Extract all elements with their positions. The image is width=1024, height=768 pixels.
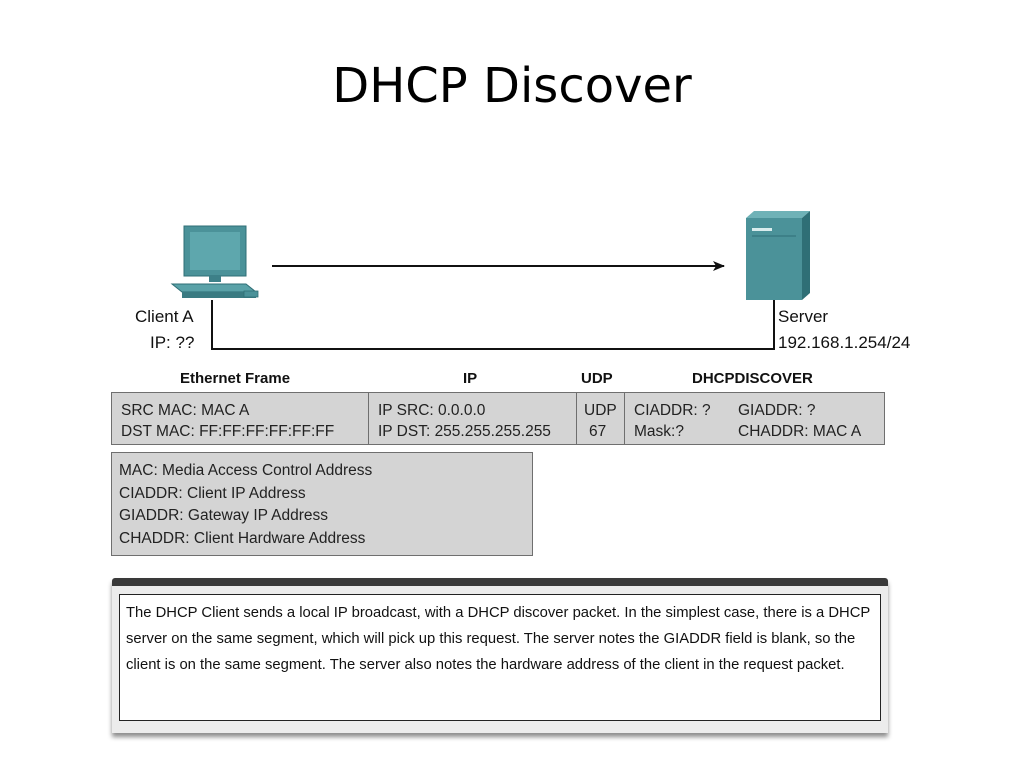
- dhcp-header: DHCPDISCOVER: [692, 370, 813, 387]
- abbreviation-legend: MAC: Media Access Control Address CIADDR…: [111, 452, 533, 556]
- client-ip-label: IP: ??: [150, 333, 195, 352]
- legend-item: MAC: Media Access Control Address: [119, 462, 373, 479]
- mask: Mask:?: [634, 423, 684, 440]
- legend-item: CIADDR: Client IP Address: [119, 484, 306, 502]
- ciaddr: CIADDR: ?: [634, 402, 711, 419]
- ip-src: IP SRC: 0.0.0.0: [378, 402, 486, 419]
- ethernet-cell: SRC MAC: MAC A DST MAC: FF:FF:FF:FF:FF:F…: [112, 393, 368, 444]
- udp-label: UDP: [584, 402, 617, 419]
- udp-cell: UDP 67: [576, 393, 624, 444]
- udp-port: 67: [589, 423, 607, 440]
- description-text: The DHCP Client sends a local IP broadca…: [119, 594, 881, 721]
- network-segment-line: [211, 300, 775, 350]
- network-diagram: [170, 211, 810, 350]
- dhcp-left-col: CIADDR: ? Mask:?: [634, 400, 711, 442]
- server-ip-label: 192.168.1.254/24: [778, 333, 911, 352]
- dhcp-right-col: GIADDR: ? CHADDR: MAC A: [738, 400, 861, 442]
- legend-item: CHADDR: Client Hardware Address: [119, 529, 366, 547]
- ip-dst: IP DST: 255.255.255.255: [378, 423, 551, 440]
- udp-header: UDP: [581, 370, 613, 387]
- dhcp-cell: CIADDR: ? Mask:? GIADDR: ? CHADDR: MAC A: [624, 393, 884, 444]
- description-panel: The DHCP Client sends a local IP broadca…: [112, 578, 888, 733]
- server-name-label: Server: [778, 307, 829, 326]
- page-title: DHCP Discover: [332, 58, 692, 114]
- client-name-label: Client A: [135, 307, 194, 326]
- dst-mac: DST MAC: FF:FF:FF:FF:FF:FF: [121, 423, 335, 440]
- ip-header: IP: [463, 370, 478, 387]
- chaddr: CHADDR: MAC A: [738, 423, 862, 440]
- ip-cell: IP SRC: 0.0.0.0 IP DST: 255.255.255.255: [368, 393, 576, 444]
- computer-icon: [170, 225, 259, 298]
- server-icon: [746, 211, 810, 300]
- legend-item: GIADDR: Gateway IP Address: [119, 507, 329, 524]
- ethernet-frame-header: Ethernet Frame: [180, 370, 291, 387]
- giaddr: GIADDR: ?: [738, 402, 816, 419]
- src-mac: SRC MAC: MAC A: [121, 402, 250, 419]
- packet-frame: SRC MAC: MAC A DST MAC: FF:FF:FF:FF:FF:F…: [111, 392, 885, 445]
